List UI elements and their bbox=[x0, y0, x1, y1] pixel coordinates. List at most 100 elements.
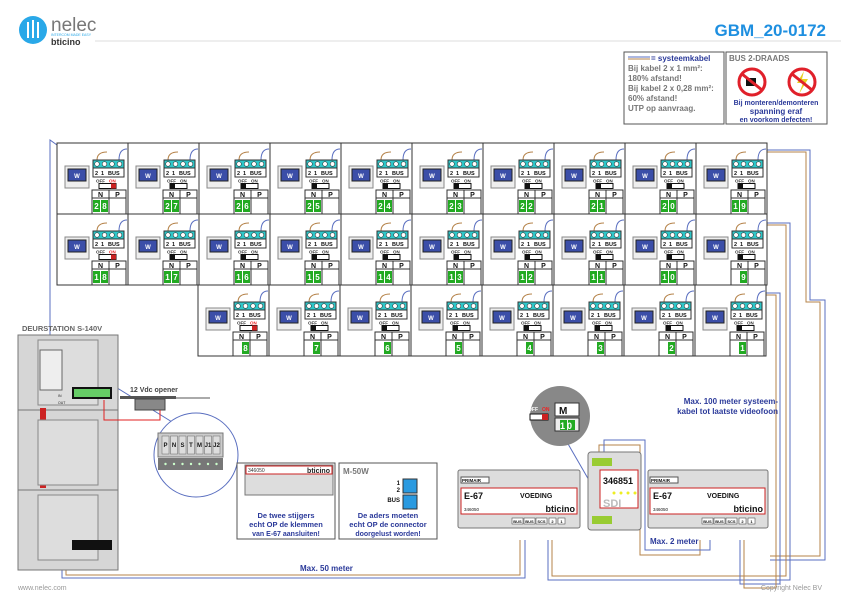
terminal-label: BUS bbox=[703, 519, 712, 524]
terminal-label: 2 bbox=[378, 313, 381, 319]
switch-off-label: OFF bbox=[238, 179, 247, 184]
address-digit: 1 bbox=[520, 273, 525, 282]
monitor-icon: W bbox=[135, 165, 161, 189]
door-terminal-label: J2 bbox=[213, 443, 220, 449]
monitor-icon: W bbox=[277, 236, 303, 260]
address-digit: 5 bbox=[315, 273, 320, 282]
col-n-label: N bbox=[98, 263, 103, 270]
footer-website[interactable]: www.nelec.com bbox=[17, 585, 67, 592]
terminal-label: 2 bbox=[397, 488, 401, 494]
address-digit: 6 bbox=[385, 344, 390, 353]
terminal-label: 2 bbox=[237, 242, 240, 248]
switch-on-label: ON bbox=[677, 179, 684, 184]
address-digit: 1 bbox=[591, 273, 596, 282]
switch-on-label: ON bbox=[322, 179, 329, 184]
terminal-label: BUS bbox=[250, 242, 262, 248]
address-digit: 7 bbox=[173, 273, 178, 282]
switch-off-label: OFF bbox=[522, 250, 531, 255]
monitor-label: W bbox=[358, 245, 364, 251]
col-p-label: P bbox=[612, 263, 617, 270]
monitor-label: W bbox=[428, 316, 434, 322]
caption-line: van E-67 aansluiten! bbox=[252, 531, 320, 538]
terminal-label: 1 bbox=[397, 481, 401, 487]
terminal-label: BUS bbox=[250, 171, 262, 177]
switch-on-label: ON bbox=[393, 179, 400, 184]
col-n-label: N bbox=[382, 263, 387, 270]
switch-off-label: OFF bbox=[380, 250, 389, 255]
col-p-label: P bbox=[541, 192, 546, 199]
col-n-label: N bbox=[666, 192, 671, 199]
sdi-code: 346851 bbox=[603, 476, 633, 486]
primary-label: PRIMAIR bbox=[462, 478, 482, 483]
col-n-label: N bbox=[453, 263, 458, 270]
address-digit: 2 bbox=[669, 344, 674, 353]
m50w-title: M-50W bbox=[343, 467, 369, 476]
no-plug-icon bbox=[737, 67, 767, 97]
switch-off-label: OFF bbox=[309, 250, 318, 255]
address-digit: 6 bbox=[244, 202, 249, 211]
